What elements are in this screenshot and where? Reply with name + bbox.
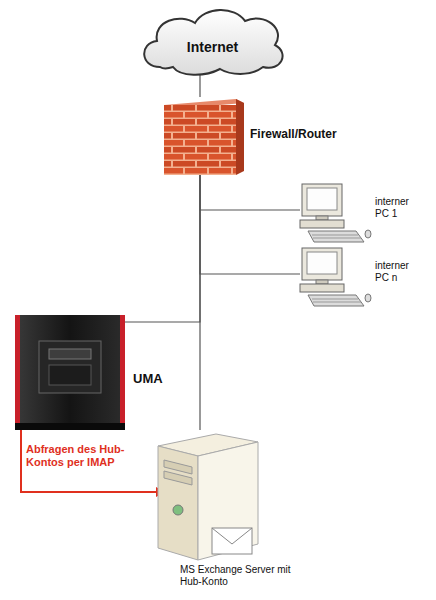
pc-case [300, 284, 344, 292]
tower-base [15, 423, 125, 430]
server-shape [150, 430, 262, 562]
server-node: UMA [15, 315, 125, 430]
network-line [200, 175, 300, 274]
keyboard-keys [312, 299, 358, 300]
wall-shape [160, 97, 246, 175]
monitor-stand [316, 216, 328, 220]
envelope [212, 528, 252, 554]
pc-node: interner PC 1 [298, 182, 372, 244]
tower-stripe [15, 315, 20, 430]
node-label: interner PC 1 [375, 196, 421, 220]
server-side [198, 442, 258, 560]
server-node: MS Exchange Server mit Hub-Konto [150, 430, 262, 562]
brick-wall [164, 105, 236, 175]
tower-shape [15, 315, 125, 430]
firewall-node: Firewall/Router [160, 97, 246, 175]
node-label: MS Exchange Server mit Hub-Konto [180, 564, 300, 588]
tower-display [49, 349, 91, 359]
network-line [125, 175, 200, 322]
node-label: Internet [135, 39, 290, 56]
pc-node: interner PC n [298, 246, 372, 308]
keyboard [308, 295, 364, 306]
network-line [200, 175, 300, 210]
node-label: Firewall/Router [250, 127, 337, 141]
mouse [365, 230, 371, 238]
edge-label: Abfragen des Hub-Kontos per IMAP [26, 443, 132, 469]
node-label: UMA [133, 371, 163, 387]
tower-bay [49, 365, 91, 385]
cloud-node: Internet [135, 5, 290, 77]
pc-case [300, 220, 344, 228]
imap-arrow [21, 430, 164, 492]
keyboard-keys [313, 238, 361, 239]
monitor-case [302, 184, 342, 216]
monitor-screen [307, 252, 337, 274]
drive-bay [164, 471, 192, 485]
tower-body [15, 315, 125, 430]
tower-stripe [120, 315, 125, 430]
pc-shape [298, 246, 372, 308]
server-front [158, 446, 198, 560]
power-button [173, 505, 183, 515]
mouse [365, 294, 371, 302]
monitor-stand [316, 280, 328, 284]
pc-shape [298, 182, 372, 244]
monitor-case [302, 248, 342, 280]
wall-side [236, 99, 244, 175]
network-line [199, 175, 200, 430]
monitor-screen [307, 188, 337, 210]
keyboard-keys [313, 302, 361, 303]
keyboard [308, 231, 364, 242]
network-line [199, 75, 200, 97]
keyboard-keys [312, 235, 358, 236]
envelope-flap [212, 528, 252, 544]
tower-panel [39, 341, 101, 393]
node-label: interner PC n [375, 260, 421, 284]
